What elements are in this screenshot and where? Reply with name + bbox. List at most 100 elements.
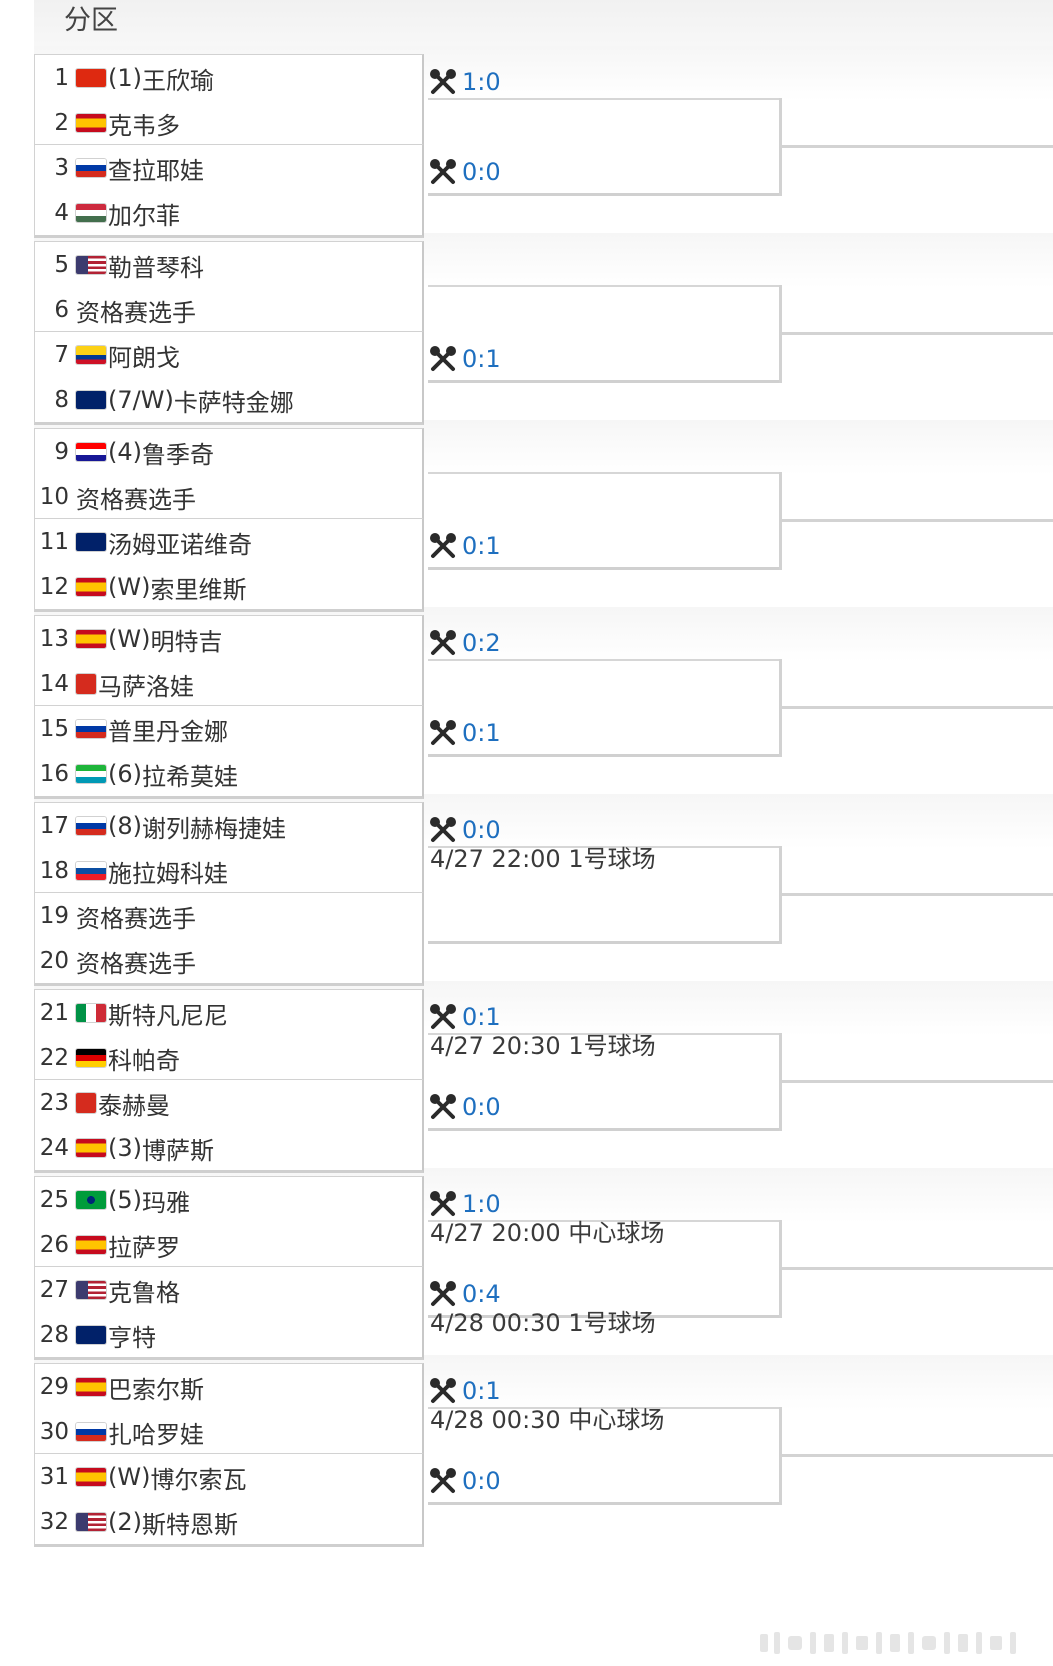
player-name[interactable]: 加尔菲: [108, 201, 180, 230]
player-row[interactable]: 32(2)斯特恩斯: [35, 1499, 421, 1545]
player-name[interactable]: 克韦多: [108, 111, 180, 140]
match-score[interactable]: 0:1: [428, 1376, 501, 1406]
player-name[interactable]: 博萨斯: [142, 1136, 214, 1165]
head-to-head-icon[interactable]: [428, 718, 458, 748]
head-to-head-icon[interactable]: [428, 628, 458, 658]
player-name[interactable]: 斯特凡尼尼: [108, 1001, 228, 1030]
player-row[interactable]: 1(1)王欣瑜: [35, 55, 421, 101]
player-name[interactable]: 查拉耶娃: [108, 156, 204, 185]
head-to-head-icon[interactable]: [428, 1466, 458, 1496]
player-name[interactable]: 马萨洛娃: [98, 672, 194, 701]
player-name[interactable]: 施拉姆科娃: [108, 859, 228, 888]
score-value[interactable]: 0:1: [462, 532, 501, 560]
player-name[interactable]: 拉希莫娃: [142, 762, 238, 791]
player-name[interactable]: 巴索尔斯: [108, 1375, 204, 1404]
match-score[interactable]: 0:1: [428, 1002, 501, 1032]
score-value[interactable]: 0:0: [462, 158, 501, 186]
match-score[interactable]: 0:4: [428, 1279, 501, 1309]
player-name[interactable]: 明特吉: [150, 627, 223, 656]
head-to-head-icon[interactable]: [428, 815, 458, 845]
head-to-head-icon[interactable]: [428, 344, 458, 374]
score-value[interactable]: 0:4: [462, 1280, 501, 1308]
head-to-head-icon[interactable]: [428, 157, 458, 187]
score-value[interactable]: 0:1: [462, 719, 501, 747]
score-value[interactable]: 0:0: [462, 1093, 501, 1121]
player-row[interactable]: 9(4)鲁季奇: [35, 429, 421, 475]
player-name[interactable]: 普里丹金娜: [108, 717, 228, 746]
player-row[interactable]: 12(W)索里维斯: [35, 564, 421, 610]
player-row[interactable]: 8(7/W)卡萨特金娜: [35, 377, 421, 423]
player-name[interactable]: 资格赛选手: [76, 485, 196, 514]
player-row[interactable]: 25(5)玛雅: [35, 1177, 421, 1223]
score-value[interactable]: 1:0: [462, 68, 501, 96]
match-score[interactable]: 1:0: [428, 67, 501, 97]
player-row[interactable]: 17(8)谢列赫梅捷娃: [35, 803, 421, 849]
match-score[interactable]: 0:0: [428, 815, 501, 845]
player-row[interactable]: 31(W)博尔索瓦: [35, 1454, 421, 1500]
player-name[interactable]: 谢列赫梅捷娃: [142, 814, 286, 843]
score-value[interactable]: 0:1: [462, 345, 501, 373]
player-name[interactable]: 克鲁格: [108, 1278, 180, 1307]
player-name[interactable]: 资格赛选手: [76, 298, 196, 327]
player-name[interactable]: 资格赛选手: [76, 949, 196, 978]
player-name[interactable]: 鲁季奇: [142, 440, 214, 469]
match-score[interactable]: 0:0: [428, 1466, 501, 1496]
player-name[interactable]: 勒普琴科: [108, 253, 204, 282]
player-name[interactable]: 泰赫曼: [98, 1091, 170, 1120]
match-score[interactable]: 0:0: [428, 1092, 501, 1122]
player-row[interactable]: 13(W)明特吉: [35, 616, 421, 662]
head-to-head-icon[interactable]: [428, 1279, 458, 1309]
player-name[interactable]: 索里维斯: [150, 575, 247, 604]
match-score[interactable]: 0:0: [428, 157, 501, 187]
head-to-head-icon[interactable]: [428, 1092, 458, 1122]
player-name[interactable]: 王欣瑜: [142, 66, 214, 95]
match-score[interactable]: 0:1: [428, 718, 501, 748]
player-name[interactable]: 扎哈罗娃: [108, 1420, 204, 1449]
player-name[interactable]: 卡萨特金娜: [173, 388, 294, 417]
player-name[interactable]: 玛雅: [142, 1188, 190, 1217]
score-value[interactable]: 0:0: [462, 816, 501, 844]
match-score[interactable]: 1:0: [428, 1189, 501, 1219]
player-name[interactable]: 阿朗戈: [108, 343, 180, 372]
player-name[interactable]: 资格赛选手: [76, 904, 196, 933]
player-name[interactable]: 科帕奇: [108, 1046, 180, 1075]
player-name[interactable]: 博尔索瓦: [150, 1465, 247, 1494]
head-to-head-icon[interactable]: [428, 1002, 458, 1032]
player-name[interactable]: 拉萨罗: [108, 1233, 180, 1262]
player-row[interactable]: 16(6)拉希莫娃: [35, 751, 421, 797]
match-score[interactable]: 0:2: [428, 628, 501, 658]
player-row[interactable]: 24(3)博萨斯: [35, 1125, 421, 1171]
player-name[interactable]: 亨特: [108, 1323, 156, 1352]
score-value[interactable]: 0:1: [462, 1003, 501, 1031]
head-to-head-icon[interactable]: [428, 67, 458, 97]
player-name[interactable]: 汤姆亚诺维奇: [108, 530, 252, 559]
score-value[interactable]: 0:1: [462, 1377, 501, 1405]
match-score[interactable]: 0:1: [428, 344, 501, 374]
player-name[interactable]: 斯特恩斯: [142, 1510, 238, 1539]
score-value[interactable]: 1:0: [462, 1190, 501, 1218]
head-to-head-icon[interactable]: [428, 531, 458, 561]
score-value[interactable]: 0:0: [462, 1467, 501, 1495]
head-to-head-icon[interactable]: [428, 1189, 458, 1219]
score-value[interactable]: 0:2: [462, 629, 501, 657]
